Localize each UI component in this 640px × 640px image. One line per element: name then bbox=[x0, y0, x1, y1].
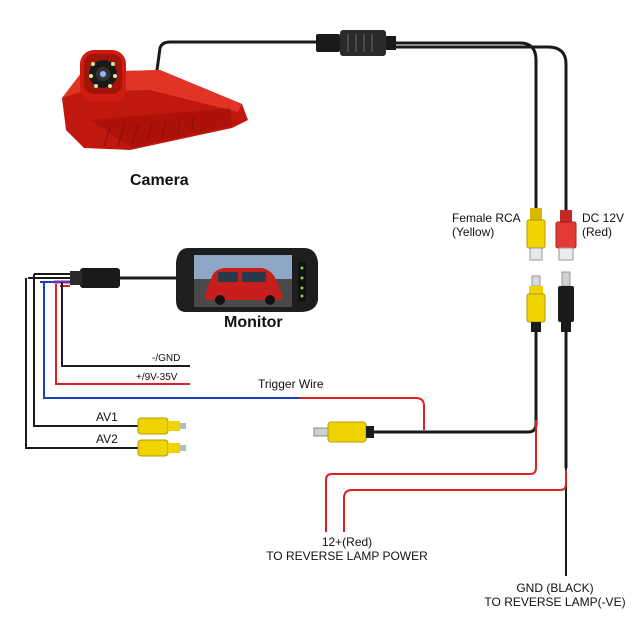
av2-rca bbox=[137, 439, 186, 457]
reverse-ground-label-line1: GND (BLACK) bbox=[516, 581, 594, 595]
camera-cable-red bbox=[396, 45, 568, 212]
camera-cable bbox=[153, 40, 318, 86]
av1-label: AV1 bbox=[96, 410, 118, 424]
reverse-ground-label: GND (BLACK) TO REVERSE LAMP(-VE) bbox=[480, 581, 630, 610]
dc-12v-connector bbox=[555, 210, 577, 261]
av1-wire bbox=[33, 274, 138, 427]
male-dc-connector bbox=[558, 271, 574, 332]
reverse-ground-label-line2: TO REVERSE LAMP(-VE) bbox=[484, 594, 626, 609]
power-wire bbox=[55, 284, 190, 385]
female-rca-label: Female RCA (Yellow) bbox=[452, 211, 521, 240]
monitor-label: Monitor bbox=[224, 314, 283, 331]
red-lead-2 bbox=[343, 470, 567, 532]
trigger-wire-label: Trigger Wire bbox=[258, 377, 324, 391]
camera-image bbox=[62, 50, 248, 150]
av1-rca bbox=[137, 417, 186, 435]
camera-cable-split bbox=[396, 41, 538, 210]
monitor-plug bbox=[70, 268, 120, 288]
reverse-power-label: 12+(Red) TO REVERSE LAMP POWER bbox=[262, 535, 432, 564]
male-rca-connector bbox=[526, 275, 546, 332]
reverse-power-label-line1: 12+(Red) bbox=[321, 535, 373, 549]
female-rca-connector bbox=[526, 208, 546, 261]
trigger-wire-blue bbox=[43, 282, 300, 399]
video-rca-plug bbox=[313, 421, 374, 443]
reverse-power-label-line2: TO REVERSE LAMP POWER bbox=[266, 548, 428, 563]
dc-12v-label-line1: DC 12V bbox=[582, 211, 625, 225]
female-rca-label-line2: (Yellow) bbox=[452, 224, 495, 239]
power-wire-label: +/9V-35V bbox=[136, 372, 178, 383]
av2-wire bbox=[25, 278, 138, 449]
dc-12v-label-line2: (Red) bbox=[582, 224, 613, 239]
av2-label: AV2 bbox=[96, 432, 118, 446]
red-lead-1 bbox=[325, 420, 537, 532]
gnd-wire-label: -/GND bbox=[152, 353, 181, 364]
gnd-wire bbox=[61, 282, 190, 367]
female-rca-label-line1: Female RCA bbox=[452, 211, 521, 225]
inline-connector bbox=[316, 30, 396, 56]
dc-12v-label: DC 12V (Red) bbox=[582, 211, 625, 240]
trigger-wire-red bbox=[300, 397, 425, 430]
camera-label: Camera bbox=[130, 172, 189, 189]
monitor-image bbox=[176, 248, 318, 312]
video-wire bbox=[372, 332, 538, 434]
